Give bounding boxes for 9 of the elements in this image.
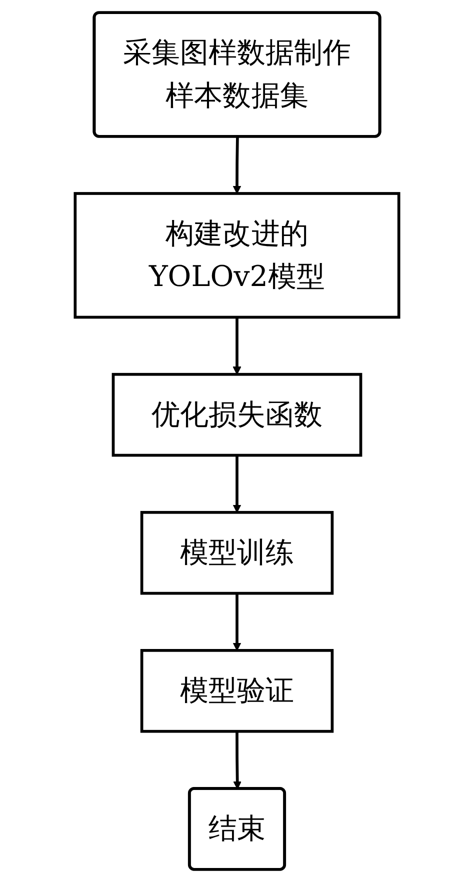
node-box: 构建改进的YOLOv2模型 <box>74 192 400 319</box>
node-box: 模型验证 <box>140 649 334 733</box>
arrow <box>232 455 242 513</box>
arrow <box>232 317 242 375</box>
arrow <box>232 593 242 651</box>
node-box: 模型训练 <box>140 510 334 595</box>
node-box: 优化损失函数 <box>112 372 362 457</box>
arrow <box>233 731 242 790</box>
arrow <box>232 136 242 194</box>
